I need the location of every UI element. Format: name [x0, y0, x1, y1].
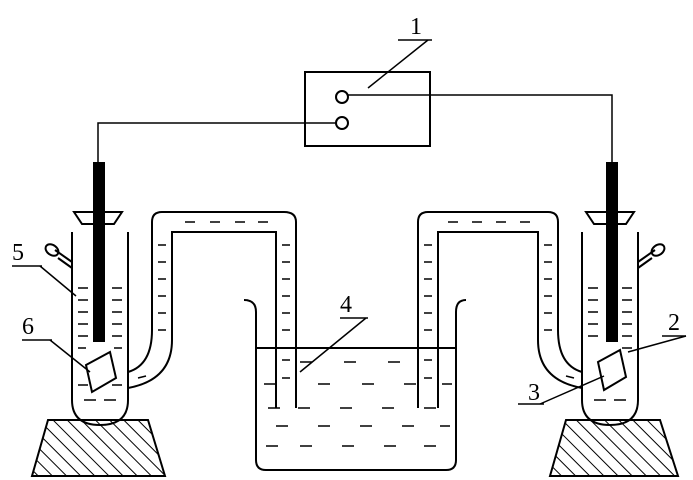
- right-stand: [548, 419, 680, 477]
- label-2: 2: [668, 310, 680, 336]
- wire-left: [97, 122, 336, 170]
- wire-right: [348, 94, 613, 170]
- label-1: 1: [410, 14, 422, 40]
- beaker-liquid: [264, 361, 452, 447]
- wires: [97, 94, 613, 170]
- label-6: 6: [22, 314, 34, 340]
- left-tube-liquid: [78, 287, 122, 401]
- terminal-bottom: [335, 116, 349, 130]
- left-tube: [44, 162, 129, 427]
- right-electrode-rod: [606, 162, 618, 342]
- right-tube-liquid: [588, 287, 632, 401]
- leader-lines: [12, 39, 687, 405]
- left-electrode-plate: [84, 350, 118, 394]
- left-electrode-rod: [93, 162, 105, 342]
- left-stand: [30, 419, 167, 477]
- label-3: 3: [528, 380, 540, 406]
- label-5: 5: [12, 240, 24, 266]
- right-electrode-plate: [596, 348, 628, 392]
- left-salt-bridge: [127, 211, 297, 408]
- terminal-top: [335, 90, 349, 104]
- right-tube: [581, 162, 666, 427]
- power-supply: [304, 71, 431, 147]
- center-beaker: [243, 299, 467, 471]
- right-salt-bridge: [417, 211, 583, 408]
- label-4: 4: [340, 292, 352, 318]
